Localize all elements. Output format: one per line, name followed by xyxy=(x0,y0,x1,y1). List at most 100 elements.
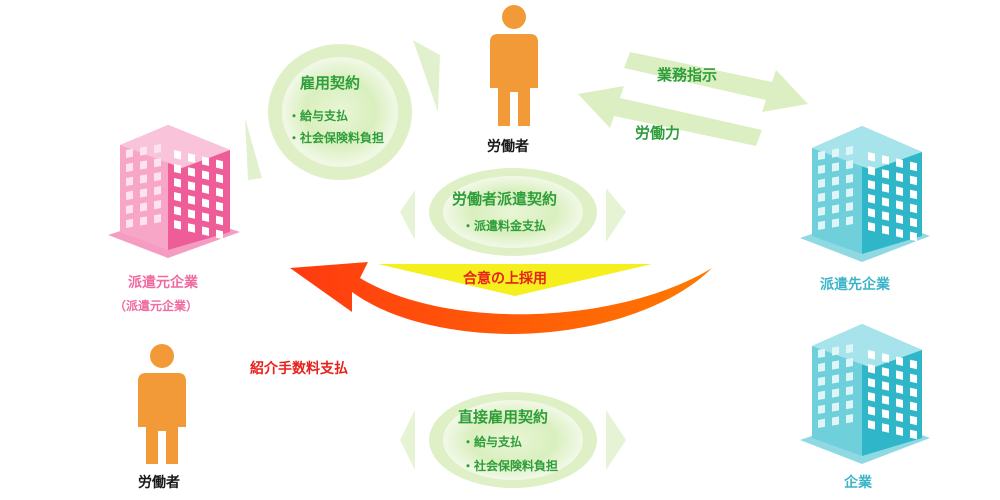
window xyxy=(846,372,853,382)
window xyxy=(868,166,875,176)
window xyxy=(174,150,181,160)
window xyxy=(818,192,825,202)
window xyxy=(126,176,133,186)
direct-contract-item-2: ・社会保険料負担 xyxy=(462,459,559,473)
window xyxy=(188,209,195,219)
window xyxy=(154,144,161,154)
window xyxy=(896,158,903,168)
dispatch-company-name: 派遣元企業 xyxy=(128,275,198,291)
window xyxy=(910,217,917,228)
window xyxy=(126,218,133,228)
window xyxy=(868,378,875,388)
window xyxy=(896,186,903,196)
employment-contract-item-2: ・社会保険料負担 xyxy=(288,131,385,145)
worker-top-person-icon xyxy=(490,5,538,126)
direct-contract-title: 直接雇用契約 xyxy=(458,408,549,426)
window xyxy=(846,400,853,410)
employment-contract-item-1: ・給与支払 xyxy=(288,109,349,123)
worker-bottom-label: 労働者 xyxy=(138,475,180,491)
window xyxy=(188,195,195,205)
window xyxy=(154,200,161,210)
dispatch-company-windows xyxy=(126,144,223,240)
employment-contract-graphic xyxy=(245,40,440,180)
window xyxy=(882,183,889,193)
window xyxy=(832,204,839,214)
window xyxy=(868,222,875,232)
window xyxy=(832,402,839,412)
window xyxy=(910,203,917,214)
window xyxy=(882,211,889,221)
window xyxy=(126,190,133,200)
window xyxy=(910,175,917,186)
window xyxy=(174,192,181,202)
window xyxy=(868,208,875,218)
window xyxy=(910,359,917,370)
window xyxy=(216,159,223,170)
window xyxy=(846,174,853,184)
employment-contract-title: 雇用契約 xyxy=(300,74,361,92)
window xyxy=(896,356,903,366)
direct-contract-graphic xyxy=(400,392,626,488)
window xyxy=(126,162,133,172)
window xyxy=(832,148,839,158)
window xyxy=(910,373,917,384)
window xyxy=(868,152,875,162)
work-instruction-label: 業務指示 xyxy=(657,66,718,84)
window xyxy=(896,200,903,210)
window xyxy=(818,178,825,188)
window xyxy=(868,350,875,360)
window xyxy=(832,162,839,172)
window xyxy=(846,216,853,226)
window xyxy=(818,150,825,160)
window xyxy=(832,346,839,356)
window xyxy=(896,370,903,380)
window xyxy=(202,212,209,222)
window xyxy=(216,229,223,240)
window xyxy=(140,174,147,184)
window xyxy=(140,160,147,170)
referral-big-arrow xyxy=(290,262,712,334)
window xyxy=(818,404,825,414)
window xyxy=(140,188,147,198)
window xyxy=(910,429,917,440)
window xyxy=(832,388,839,398)
labor-label: 労働力 xyxy=(635,124,681,142)
window xyxy=(868,364,875,374)
window xyxy=(174,164,181,174)
window xyxy=(216,187,223,198)
window xyxy=(846,188,853,198)
window xyxy=(126,204,133,214)
window xyxy=(882,197,889,207)
window xyxy=(126,148,133,158)
window xyxy=(910,415,917,426)
window xyxy=(216,215,223,226)
dispatch-contract-title: 労働者派遣契約 xyxy=(452,190,558,208)
window xyxy=(818,206,825,216)
window xyxy=(882,381,889,391)
window xyxy=(882,225,889,235)
window xyxy=(188,181,195,191)
window xyxy=(896,412,903,422)
window xyxy=(832,374,839,384)
window xyxy=(910,401,917,412)
window xyxy=(818,164,825,174)
window xyxy=(896,384,903,394)
window xyxy=(202,184,209,194)
window xyxy=(868,420,875,430)
window xyxy=(896,214,903,224)
company-windows xyxy=(818,344,917,440)
window xyxy=(188,153,195,163)
company-name: 企業 xyxy=(844,475,872,491)
window xyxy=(174,178,181,188)
window xyxy=(868,194,875,204)
dispatch-company-note: （派遣元企業） xyxy=(114,299,199,313)
worker-top-label: 労働者 xyxy=(487,139,529,155)
window xyxy=(882,169,889,179)
window xyxy=(154,172,161,182)
window xyxy=(818,220,825,230)
window xyxy=(202,170,209,180)
window xyxy=(832,416,839,426)
window xyxy=(818,348,825,358)
worker-bottom-person-icon xyxy=(138,344,186,464)
